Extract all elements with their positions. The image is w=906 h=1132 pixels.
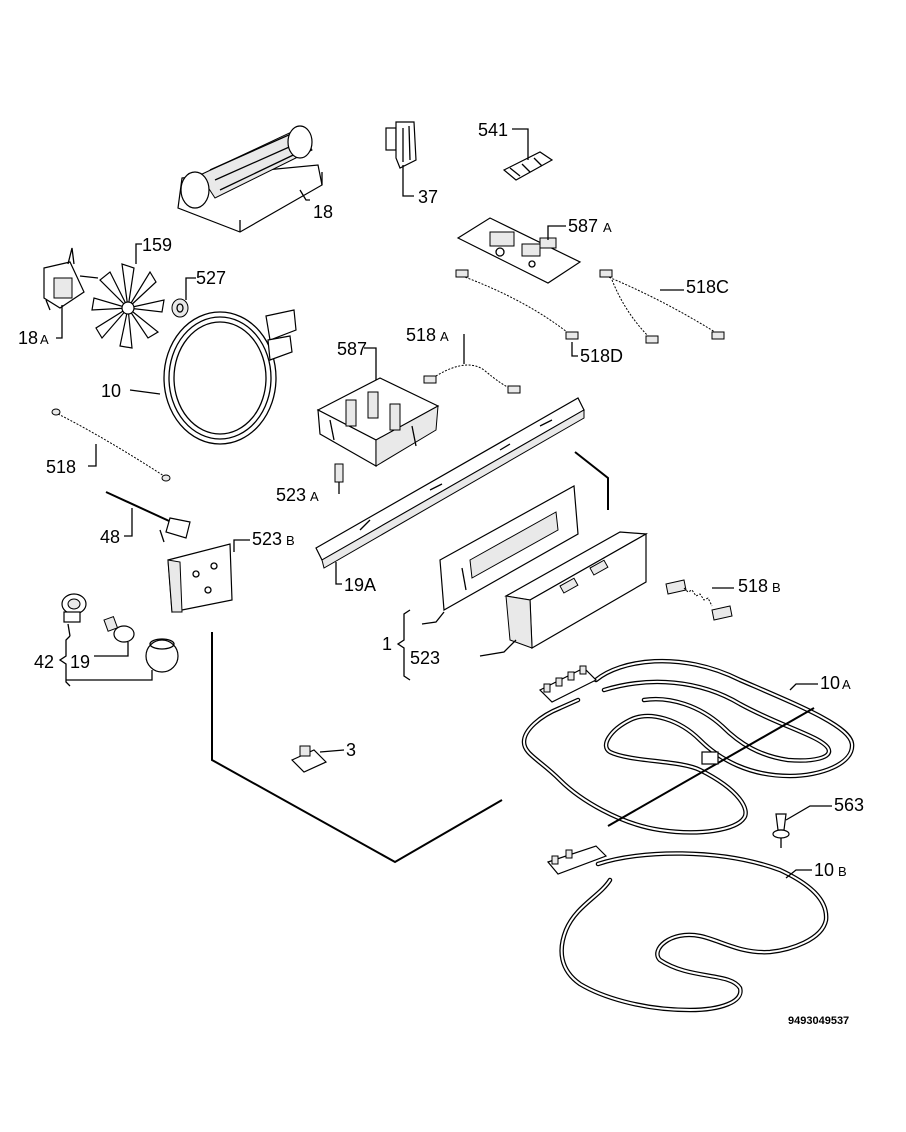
label-18: 18 [313, 202, 333, 222]
part-518a-wire [423, 334, 521, 394]
svg-text:10: 10 [814, 860, 834, 880]
part-587a-circuit-board [456, 217, 582, 284]
part-563-sensor [772, 805, 832, 848]
svg-text:523: 523 [276, 485, 306, 505]
part-527-nut [171, 277, 196, 318]
label-1: 1 [382, 634, 392, 654]
label-541: 541 [478, 120, 508, 140]
part-518b-connector [665, 579, 734, 621]
part-37-clip [385, 121, 417, 197]
svg-text:518: 518 [46, 457, 76, 477]
label-523b: 523 B [252, 529, 295, 549]
svg-text:A: A [842, 677, 851, 692]
svg-text:518: 518 [738, 576, 768, 596]
label-563: 563 [834, 795, 864, 815]
svg-text:A: A [440, 329, 449, 344]
document-code: 9493049537 [788, 1015, 849, 1027]
label-10: 10 [101, 381, 121, 401]
label-523a: 523 A [276, 485, 319, 505]
label-518b: 518 B [738, 576, 781, 596]
svg-text:518D: 518D [580, 346, 623, 366]
label-18a: 18 A [18, 328, 49, 348]
group-42-bracket [58, 635, 71, 687]
svg-text:541: 541 [478, 120, 508, 140]
part-523-display-module [479, 531, 649, 657]
part-48-sensor [105, 491, 191, 543]
label-10a: 10 A [820, 673, 851, 693]
svg-text:A: A [40, 332, 49, 347]
svg-text:1: 1 [382, 634, 392, 654]
part-18-tangential-fan [177, 125, 323, 233]
label-10b: 10 B [814, 860, 847, 880]
svg-text:9493049537: 9493049537 [788, 1015, 849, 1027]
svg-text:518: 518 [406, 325, 436, 345]
svg-text:10: 10 [820, 673, 840, 693]
label-37: 37 [418, 187, 438, 207]
part-10b-bottom-element [546, 845, 829, 1013]
label-518a: 518 A [406, 325, 449, 345]
svg-text:A: A [603, 220, 612, 235]
part-587-electronic-module [316, 347, 440, 468]
part-19-lamp-bulb [94, 615, 135, 657]
svg-text:10: 10 [101, 381, 121, 401]
part-10-circular-element [129, 309, 297, 445]
part-1-panel-frame [421, 485, 579, 625]
svg-text:523: 523 [252, 529, 282, 549]
svg-text:B: B [838, 864, 847, 879]
svg-text:37: 37 [418, 187, 438, 207]
part-19a-control-rail [315, 397, 585, 585]
svg-text:527: 527 [196, 268, 226, 288]
svg-text:A: A [310, 489, 319, 504]
label-42: 42 [34, 652, 54, 672]
label-587a: 587 A [568, 216, 612, 236]
oven-cavity-outline [211, 451, 609, 864]
part-18a-fan-motor [43, 247, 99, 339]
svg-text:3: 3 [346, 740, 356, 760]
part-3-clip [290, 745, 345, 773]
part-518d-wire [455, 269, 579, 357]
svg-text:18: 18 [313, 202, 333, 222]
label-527: 527 [196, 268, 226, 288]
label-159: 159 [142, 235, 172, 255]
part-518c-wire [599, 269, 725, 344]
part-523b-bracket [167, 539, 250, 613]
part-541-switch [502, 128, 554, 181]
label-48: 48 [100, 527, 120, 547]
svg-text:587: 587 [568, 216, 598, 236]
svg-text:19A: 19A [344, 575, 376, 595]
svg-text:563: 563 [834, 795, 864, 815]
svg-text:42: 42 [34, 652, 54, 672]
label-523: 523 [410, 648, 440, 668]
part-159-fan-impeller [91, 243, 165, 349]
svg-text:587: 587 [337, 339, 367, 359]
svg-text:B: B [772, 580, 781, 595]
svg-text:523: 523 [410, 648, 440, 668]
part-42-lamp-cover [66, 638, 179, 681]
svg-text:48: 48 [100, 527, 120, 547]
group-1-bracket [396, 609, 411, 681]
svg-text:518C: 518C [686, 277, 729, 297]
svg-text:159: 159 [142, 235, 172, 255]
svg-text:18: 18 [18, 328, 38, 348]
label-518: 518 [46, 457, 76, 477]
label-3: 3 [346, 740, 356, 760]
part-523a-terminal [334, 463, 344, 494]
label-19: 19 [70, 652, 90, 672]
part-42-lamp-holder [61, 593, 87, 637]
label-518d: 518D [580, 346, 623, 366]
svg-text:19: 19 [70, 652, 90, 672]
part-518-wire [51, 408, 171, 482]
label-19a: 19A [344, 575, 376, 595]
svg-text:B: B [286, 533, 295, 548]
label-587: 587 [337, 339, 367, 359]
label-518c: 518C [686, 277, 729, 297]
part-10a-top-element [521, 658, 855, 835]
